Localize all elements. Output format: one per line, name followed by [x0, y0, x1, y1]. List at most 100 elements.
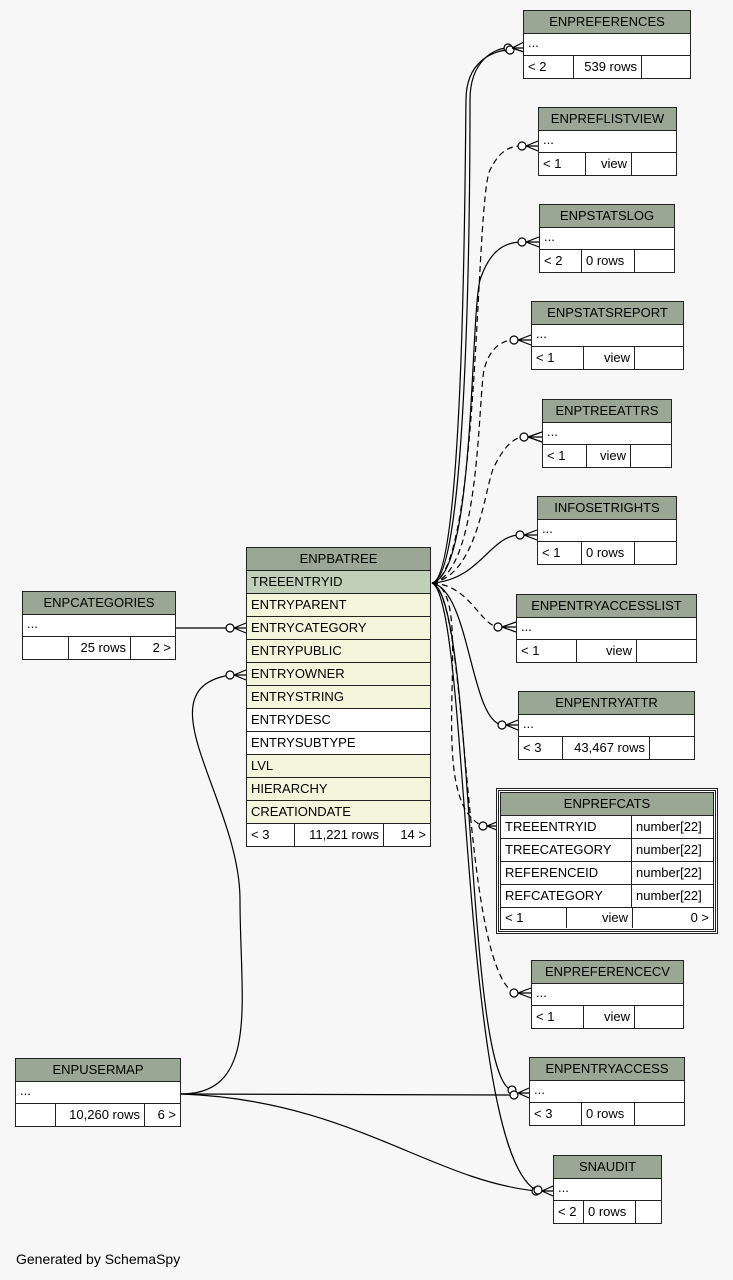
- column-name: REFCATEGORY: [501, 885, 632, 907]
- table-columns-ellipsis: ...: [540, 228, 674, 250]
- column-entrycategory[interactable]: ENTRYCATEGORY: [247, 617, 430, 640]
- table-title: ENPUSERMAP: [16, 1059, 180, 1082]
- column-hierarchy[interactable]: HIERARCHY: [247, 778, 430, 801]
- link-enpusermap-owner: [180, 674, 243, 1095]
- table-snaudit[interactable]: SNAUDIT ... < 2 0 rows: [553, 1155, 662, 1224]
- parents-count: < 1: [532, 347, 584, 369]
- table-enprefcats[interactable]: ENPREFCATS TREEENTRYID number[22] TREECA…: [496, 788, 718, 934]
- column-row[interactable]: REFCATEGORY number[22]: [501, 885, 713, 908]
- children-count: [642, 56, 690, 78]
- row-count: view: [584, 347, 635, 369]
- column-entrysubtype[interactable]: ENTRYSUBTYPE: [247, 732, 430, 755]
- column-name: REFERENCEID: [501, 862, 632, 884]
- children-count: 6 >: [157, 1107, 176, 1122]
- table-enpusermap[interactable]: ENPUSERMAP ... 10,260 rows 6 >: [15, 1058, 181, 1127]
- table-title: INFOSETRIGHTS: [538, 497, 676, 520]
- table-columns-ellipsis: ...: [23, 615, 175, 637]
- table-title: ENPBATREE: [247, 548, 430, 571]
- parents-count: < 2: [554, 1201, 584, 1223]
- children-count: [635, 347, 683, 369]
- table-columns-ellipsis: ...: [538, 520, 676, 542]
- table-enpentryattr[interactable]: ENPENTRYATTR ... < 3 43,467 rows: [518, 691, 695, 760]
- column-entrypublic[interactable]: ENTRYPUBLIC: [247, 640, 430, 663]
- table-columns-ellipsis: ...: [532, 325, 683, 347]
- column-entrydesc[interactable]: ENTRYDESC: [247, 709, 430, 732]
- link-enpusermap-access: [180, 1093, 513, 1096]
- children-count: [632, 153, 676, 175]
- column-type: number[22]: [636, 888, 702, 903]
- link-infosetrights: [431, 534, 521, 584]
- table-title: ENPREFCATS: [501, 793, 713, 816]
- table-footer: < 3 43,467 rows: [519, 737, 694, 759]
- table-title: ENPENTRYACCESS: [530, 1058, 684, 1081]
- column-entryparent[interactable]: ENTRYPARENT: [247, 594, 430, 617]
- table-enpstatsreport[interactable]: ENPSTATSREPORT ... < 1 view: [531, 301, 684, 370]
- children-count: [650, 737, 694, 759]
- generated-by-label: Generated by SchemaSpy: [16, 1251, 181, 1267]
- row-count: 10,260 rows: [56, 1104, 145, 1126]
- table-footer: 10,260 rows 6 >: [16, 1104, 180, 1126]
- column-lvl[interactable]: LVL: [247, 755, 430, 778]
- parents-count: < 1: [501, 908, 567, 928]
- table-columns-ellipsis: ...: [554, 1179, 661, 1201]
- table-enpbatree[interactable]: ENPBATREE TREEENTRYID ENTRYPARENT ENTRYC…: [246, 547, 431, 847]
- table-footer: < 2 0 rows: [554, 1201, 661, 1223]
- column-row[interactable]: REFERENCEID number[22]: [501, 862, 713, 885]
- table-enpstatslog[interactable]: ENPSTATSLOG ... < 2 0 rows: [539, 204, 675, 273]
- column-row[interactable]: TREEENTRYID number[22]: [501, 816, 713, 839]
- table-enpreflistview[interactable]: ENPREFLISTVIEW ... < 1 view: [538, 107, 677, 176]
- table-footer: < 1 view: [539, 153, 676, 175]
- parents-count: < 1: [538, 542, 582, 564]
- table-infosetrights[interactable]: INFOSETRIGHTS ... < 1 0 rows: [537, 496, 677, 565]
- table-enptreeattrs[interactable]: ENPTREEATTRS ... < 1 view: [542, 399, 672, 468]
- table-title: ENPENTRYATTR: [519, 692, 694, 715]
- column-treeentryid[interactable]: TREEENTRYID: [247, 571, 430, 594]
- link-enpreferences-a: [431, 47, 509, 584]
- table-title: ENPCATEGORIES: [23, 592, 175, 615]
- row-count: 0 rows: [584, 1201, 636, 1223]
- link-enprefcats: [431, 582, 484, 827]
- parents-count: < 3: [247, 824, 295, 846]
- table-title: ENPREFERENCES: [524, 11, 690, 34]
- table-enpreferencecv[interactable]: ENPREFERENCECV ... < 1 view: [531, 960, 684, 1029]
- column-entrystring[interactable]: ENTRYSTRING: [247, 686, 430, 709]
- table-enpreferences[interactable]: ENPREFERENCES ... < 2 539 rows: [523, 10, 691, 79]
- column-name: TREEENTRYID: [501, 816, 632, 838]
- row-count: view: [586, 153, 632, 175]
- row-count: 25 rows: [69, 637, 131, 659]
- table-columns-ellipsis: ...: [539, 131, 676, 153]
- table-enpcategories[interactable]: ENPCATEGORIES ... 25 rows 2 >: [22, 591, 176, 660]
- column-type: number[22]: [636, 842, 702, 857]
- column-row[interactable]: TREECATEGORY number[22]: [501, 839, 713, 862]
- children-count: [635, 250, 674, 272]
- column-entryowner[interactable]: ENTRYOWNER: [247, 663, 430, 686]
- parents-count: < 1: [517, 640, 577, 662]
- column-name: TREECATEGORY: [501, 839, 632, 861]
- table-columns-ellipsis: ...: [519, 715, 694, 737]
- parents-count: < 1: [532, 1006, 584, 1028]
- row-count: view: [584, 1006, 635, 1028]
- table-footer: < 1 view: [517, 640, 696, 662]
- link-enpreferences-b: [431, 49, 511, 584]
- parents-count: [23, 637, 69, 659]
- table-footer: < 1 view: [532, 347, 683, 369]
- link-enpreflistview: [431, 145, 523, 584]
- link-enpentryattr: [431, 582, 503, 726]
- parents-count: < 1: [543, 445, 587, 467]
- table-title: ENPTREEATTRS: [543, 400, 671, 423]
- table-columns-ellipsis: ...: [530, 1081, 684, 1103]
- row-count: view: [587, 445, 631, 467]
- table-columns-ellipsis: ...: [532, 984, 683, 1006]
- parents-count: < 2: [524, 56, 574, 78]
- table-columns-ellipsis: ...: [524, 34, 690, 56]
- column-type: number[22]: [636, 819, 702, 834]
- children-count: [637, 640, 696, 662]
- link-enpentryaccesslist: [431, 582, 499, 628]
- table-title: ENPSTATSREPORT: [532, 302, 683, 325]
- row-count: view: [577, 640, 637, 662]
- table-enpentryaccesslist[interactable]: ENPENTRYACCESSLIST ... < 1 view: [516, 594, 697, 663]
- column-creationdate[interactable]: CREATIONDATE: [247, 801, 430, 824]
- parents-count: < 1: [539, 153, 586, 175]
- row-count: 0 rows: [582, 250, 635, 272]
- table-enpentryaccess[interactable]: ENPENTRYACCESS ... < 3 0 rows: [529, 1057, 685, 1126]
